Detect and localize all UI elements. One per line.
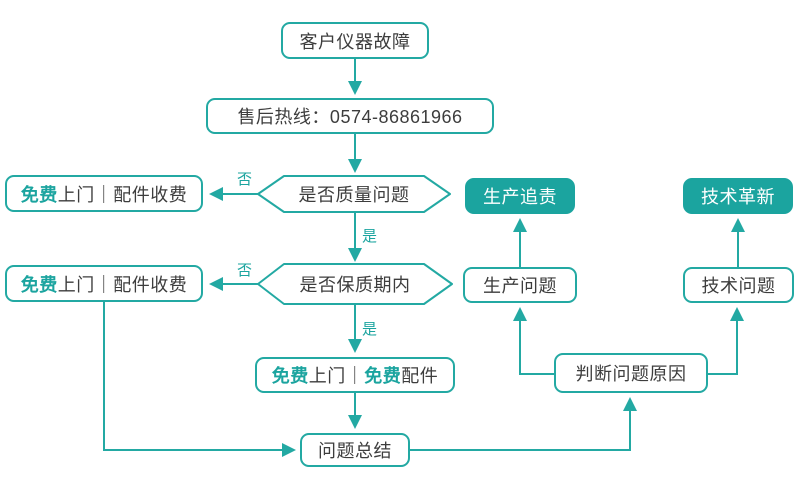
judge-cause-label: 判断问题原因 [575, 364, 687, 384]
node-production-problem: 生产问题 [463, 267, 577, 303]
production-problem-label: 生产问题 [483, 276, 557, 296]
node-hotline: 售后热线：0574-86861966 [206, 98, 494, 134]
free-accent-label: 免费 [20, 274, 58, 295]
edge-label-warranty-no: 否 [237, 262, 253, 279]
node-tech-problem: 技术问题 [683, 267, 794, 303]
free-accent-label: 免费 [364, 366, 402, 386]
edge-paidparts2-to-summary [103, 302, 296, 457]
parts-paid-label: 上门｜配件收费 [57, 184, 188, 205]
quality-decision-label: 是否质量问题 [298, 185, 410, 205]
tech-innovation-label: 技术革新 [701, 187, 775, 207]
onsite-label: 上门｜ [308, 366, 365, 386]
node-judge-cause: 判断问题原因 [554, 353, 708, 393]
edge-label-quality-no: 否 [237, 171, 253, 188]
free-accent-label: 免费 [20, 184, 58, 205]
node-free-onsite-free-parts: 免费上门｜免费配件 [255, 357, 455, 393]
quality-decision-hexagon [257, 175, 451, 213]
edge-summary-to-judge [410, 397, 637, 451]
edge-judge-to-production-problem [513, 307, 554, 375]
node-free-onsite-parts-paid-1: 免费上门｜配件收费 [5, 175, 203, 212]
node-free-onsite-parts-paid-2: 免费上门｜配件收费 [5, 265, 203, 302]
edge-judge-to-tech-problem [708, 307, 744, 375]
edge-label-warranty-yes: 是 [362, 321, 378, 338]
free-accent-label: 免费 [271, 366, 309, 386]
warranty-decision-hexagon [257, 263, 453, 305]
node-production-accountability: 生产追责 [465, 178, 575, 214]
node-customer-fault: 客户仪器故障 [281, 22, 429, 59]
node-tech-innovation: 技术革新 [683, 178, 793, 214]
node-problem-summary: 问题总结 [300, 433, 410, 467]
node-customer-fault-label: 客户仪器故障 [299, 31, 411, 52]
tech-problem-label: 技术问题 [701, 276, 776, 296]
problem-summary-label: 问题总结 [318, 441, 392, 461]
node-hotline-label: 售后热线：0574-86861966 [237, 107, 463, 127]
parts-label: 配件 [401, 366, 439, 386]
edge-label-quality-yes: 是 [362, 228, 378, 245]
warranty-decision-label: 是否保质期内 [299, 275, 411, 295]
parts-paid-label: 上门｜配件收费 [57, 274, 188, 295]
production-accountability-label: 生产追责 [483, 187, 557, 207]
